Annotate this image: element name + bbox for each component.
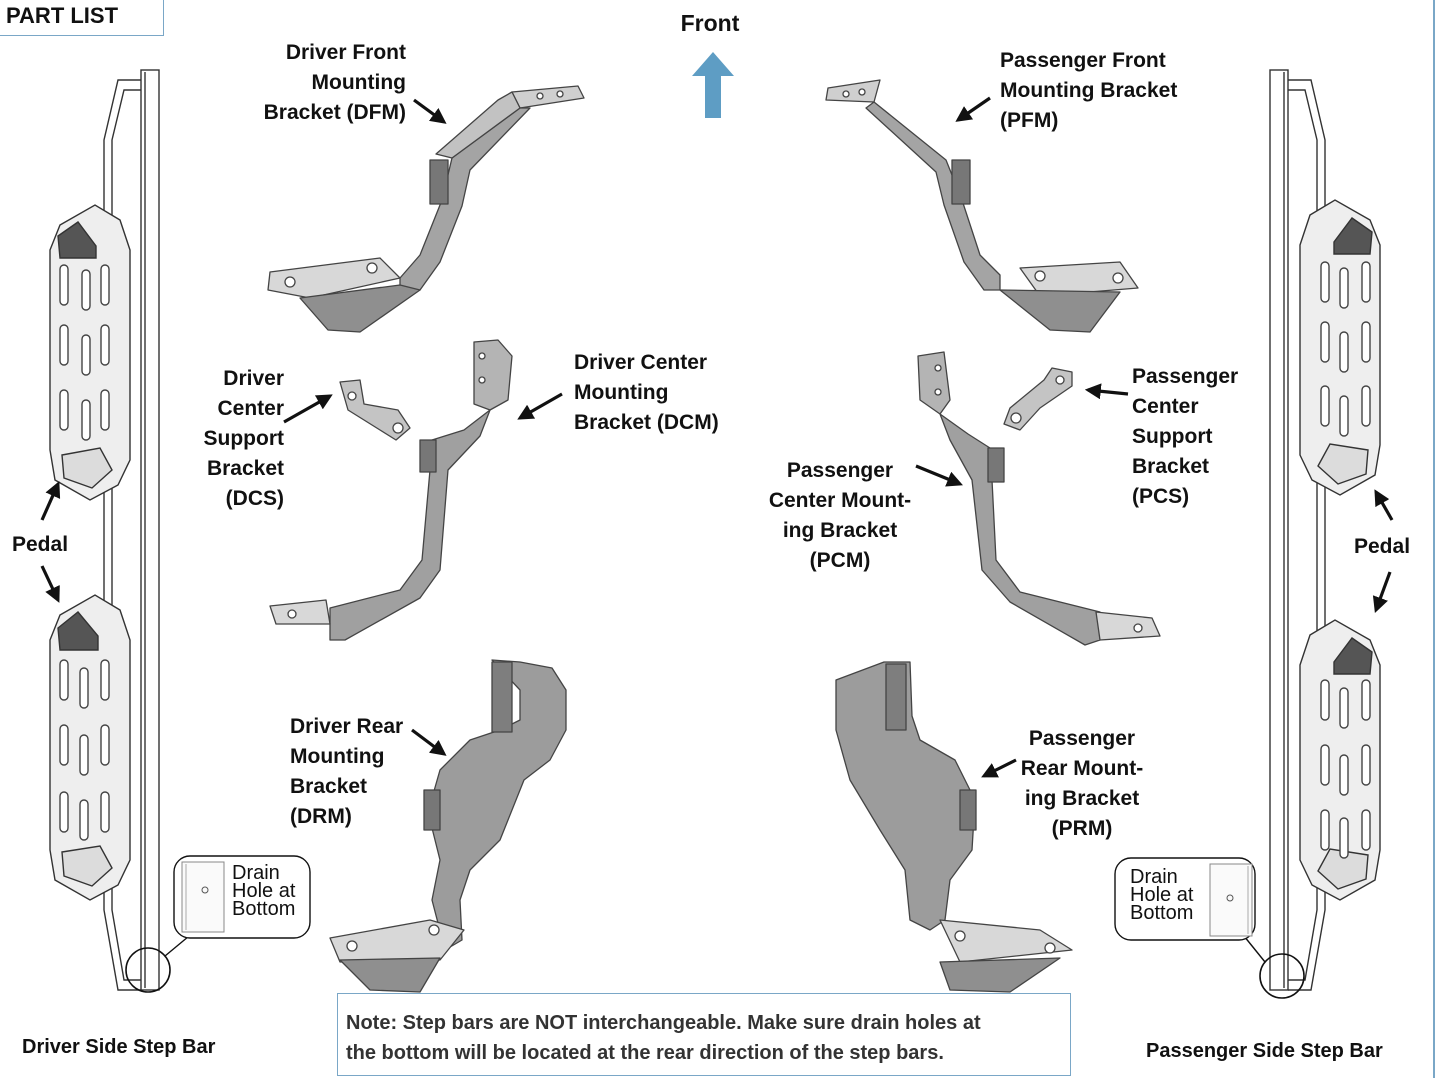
- passenger-step-bar: [1243, 69, 1381, 999]
- driver-pedal-upper: [49, 204, 131, 501]
- prm-arrow-icon: [981, 758, 1017, 778]
- pedal-right-label: Pedal: [1354, 535, 1411, 558]
- pfm-arrow-icon: [955, 96, 991, 122]
- pedal-left-up-arrow-icon: [40, 481, 61, 521]
- page-border: [1433, 0, 1435, 1078]
- dfm-bracket: [267, 85, 585, 333]
- dcs-bracket: [339, 379, 411, 441]
- driver-drain-callout: [173, 855, 311, 939]
- note-box: Note: Step bars are NOT interchangeable.…: [337, 993, 1071, 1076]
- part-list-tab: PART LIST: [0, 0, 164, 36]
- pfm-bracket: [825, 79, 1139, 333]
- front-arrow-icon: [692, 52, 734, 118]
- driver-pedal-lower: [49, 594, 131, 901]
- dfm-arrow-icon: [413, 98, 447, 124]
- front-label: Front: [680, 10, 740, 36]
- note-text: Note: Step bars are NOT interchangeable.…: [346, 1012, 981, 1064]
- driver-side-caption: Driver Side Step Bar: [22, 1036, 216, 1058]
- pedal-right-up-arrow-icon: [1374, 489, 1394, 521]
- pedal-right-down-arrow-icon: [1372, 571, 1392, 614]
- part-list-title: PART LIST: [6, 3, 119, 28]
- driver-step-bar: [49, 69, 219, 993]
- pedal-left-label: Pedal: [12, 533, 69, 556]
- passenger-drain-callout: [1114, 857, 1256, 941]
- passenger-pedal-upper: [1299, 199, 1381, 496]
- dcm-arrow-icon: [517, 392, 563, 420]
- pcm-arrow-icon: [915, 464, 963, 487]
- passenger-side-caption: Passenger Side Step Bar: [1146, 1040, 1383, 1062]
- pcs-bracket: [1003, 367, 1073, 431]
- drm-bracket: [329, 659, 567, 993]
- pcm-bracket: [917, 351, 1161, 646]
- dcs-arrow-icon: [283, 394, 333, 424]
- dcm-bracket: [269, 339, 513, 641]
- prm-bracket: [835, 661, 1073, 993]
- pcs-arrow-icon: [1084, 383, 1129, 400]
- drm-arrow-icon: [411, 728, 447, 756]
- pedal-left-down-arrow-icon: [40, 565, 60, 603]
- callout-arrows: [40, 96, 1394, 778]
- passenger-pedal-lower: [1299, 619, 1381, 901]
